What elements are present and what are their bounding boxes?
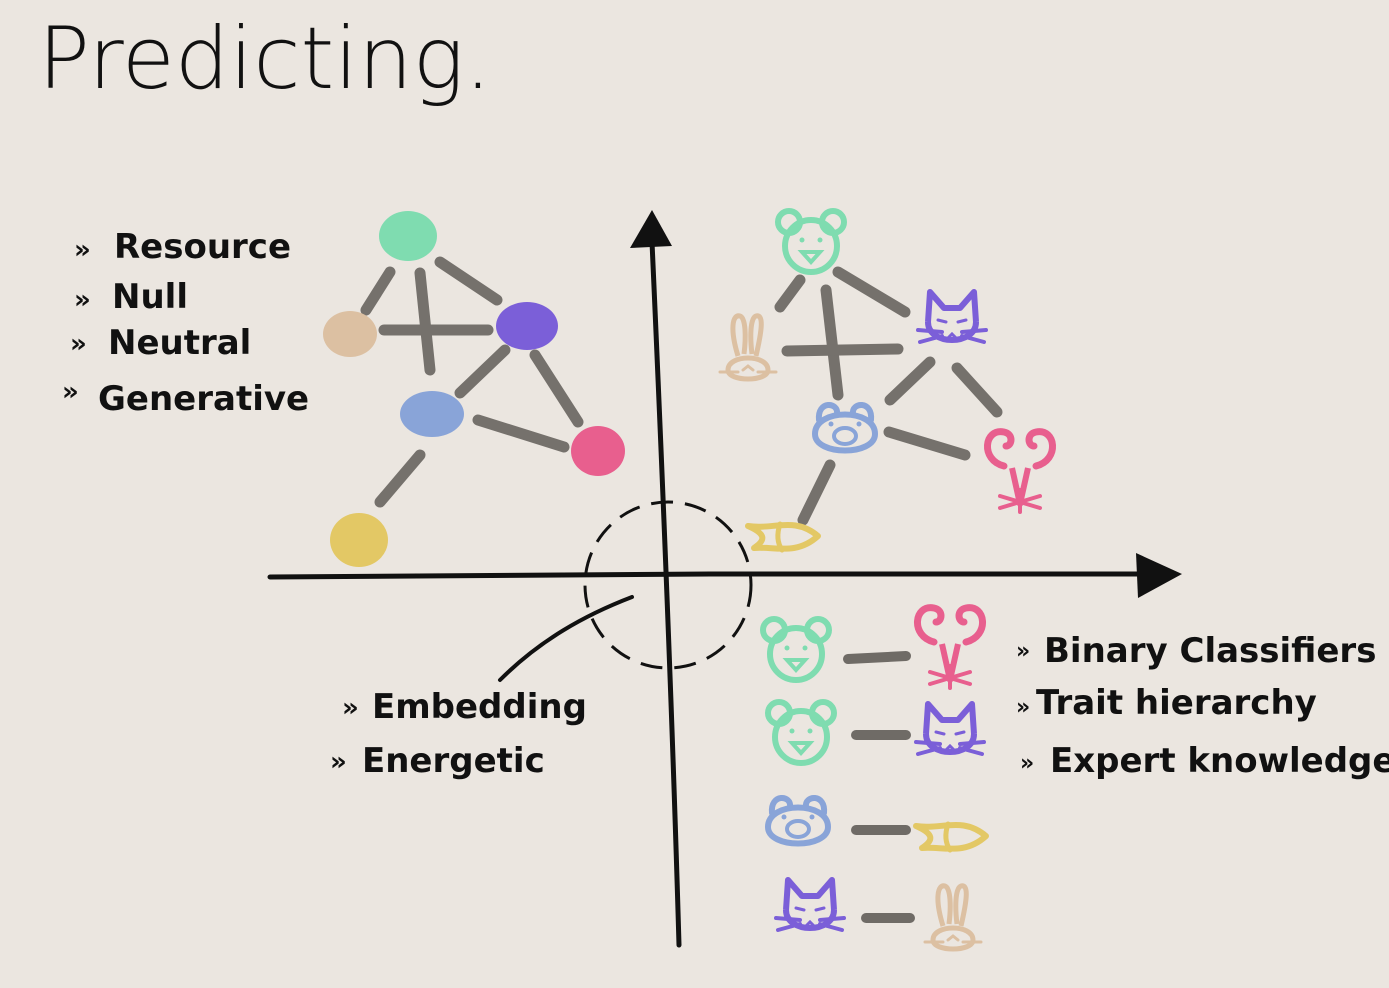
y-axis-line — [649, 239, 682, 948]
binary-pairs — [763, 608, 986, 949]
list-item-resource: Resource — [114, 227, 291, 267]
bullet: » — [62, 377, 79, 407]
x-axis-line — [267, 571, 1153, 580]
cat-icon — [916, 704, 984, 754]
cat-icon — [918, 292, 986, 342]
pair-bear-cat — [768, 702, 984, 763]
list-bottom-left: » Embedding » Energetic — [330, 687, 587, 781]
rabbit-icon — [720, 316, 776, 379]
bullet: » — [1016, 695, 1030, 720]
y-axis-arrowhead — [630, 210, 672, 248]
pig-icon — [815, 405, 875, 451]
axes — [267, 239, 1153, 948]
list-item-neutral: Neutral — [108, 323, 251, 363]
list-item-generative: Generative — [98, 379, 309, 419]
left-graph-nodes — [323, 211, 625, 567]
bullet: » — [74, 285, 91, 315]
bullet: » — [70, 329, 87, 359]
list-item-energetic: Energetic — [362, 741, 545, 781]
rabbit-icon — [925, 886, 981, 949]
node-blue — [400, 391, 464, 437]
bullet: » — [330, 747, 347, 777]
left-graph-edges — [360, 256, 584, 508]
list-item-expert-knowledge: Expert knowledge — [1050, 741, 1389, 781]
node-yellow — [330, 513, 388, 567]
list-item-trait-hierarchy: Trait hierarchy — [1036, 683, 1317, 723]
list-right: » Binary Classifiers » Trait hierarchy »… — [1016, 631, 1389, 781]
pair-pig-fish — [768, 798, 986, 850]
right-graph-edges — [774, 266, 1003, 526]
list-top-left: » Resource » Null » Neutral » Generative — [62, 227, 309, 419]
x-axis-arrowhead — [1136, 553, 1182, 598]
bear-icon — [778, 211, 844, 272]
bear-icon — [768, 702, 834, 763]
node-pink — [571, 426, 625, 476]
bullet: » — [342, 693, 359, 723]
node-green — [379, 211, 437, 261]
pig-icon — [768, 798, 828, 844]
origin-pointer-line — [498, 595, 634, 682]
list-item-binary-classifiers: Binary Classifiers — [1044, 631, 1376, 671]
cat-icon — [776, 880, 844, 930]
fish-icon — [748, 524, 818, 550]
origin-dashed-circle — [583, 500, 753, 670]
pair-bear-ram — [763, 608, 983, 688]
right-graph-icons — [720, 211, 1053, 550]
ram-icon — [917, 608, 982, 688]
ram-icon — [987, 432, 1052, 512]
bullet: » — [1016, 639, 1030, 664]
node-tan — [323, 311, 377, 357]
bullet: » — [74, 235, 91, 265]
bullet: » — [1020, 751, 1034, 776]
bear-icon — [763, 619, 829, 680]
list-item-null: Null — [112, 277, 188, 317]
list-item-embedding: Embedding — [372, 687, 587, 727]
pair-cat-rabbit — [776, 880, 981, 949]
node-purple — [496, 302, 558, 350]
fish-icon — [916, 824, 986, 850]
page-title: Predicting. — [38, 9, 492, 109]
